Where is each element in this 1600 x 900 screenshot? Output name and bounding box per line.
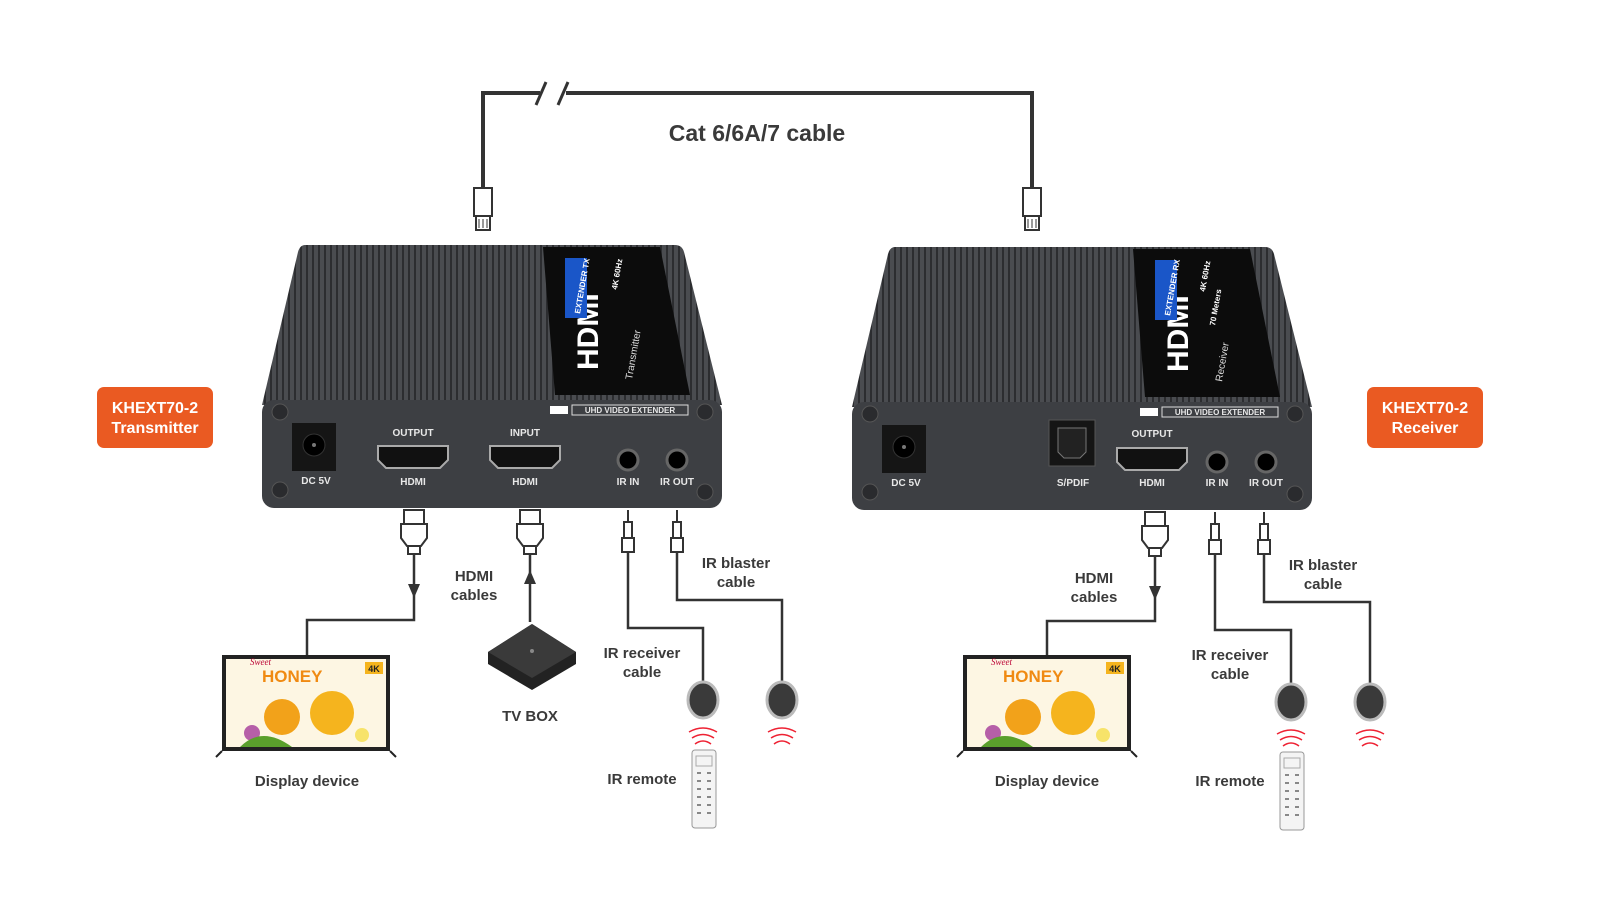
ir-out-port — [1254, 450, 1278, 474]
tv-box-icon — [488, 624, 576, 690]
panel-brand: UHD VIDEO EXTENDER — [1140, 406, 1279, 418]
arrow-down-icon — [1149, 586, 1161, 600]
svg-text:TV BOX: TV BOX — [502, 708, 558, 725]
dc-power-port — [882, 425, 926, 473]
svg-text:4K: 4K — [1109, 664, 1121, 674]
ir-blaster-icon — [1353, 682, 1387, 748]
svg-text:HDMI: HDMI — [1139, 478, 1165, 489]
svg-text:cable: cable — [1211, 666, 1249, 683]
ir-receiver-eye-icon — [686, 680, 720, 746]
svg-text:UHD VIDEO EXTENDER: UHD VIDEO EXTENDER — [1175, 408, 1265, 417]
svg-text:Display device: Display device — [995, 773, 1099, 790]
svg-text:cables: cables — [1071, 589, 1118, 606]
arrow-up-icon — [524, 570, 536, 584]
svg-text:IR OUT: IR OUT — [660, 477, 694, 488]
tx-display-device: HONEY Sweet 4K — [215, 654, 397, 758]
svg-text:Sweet: Sweet — [991, 657, 1012, 667]
panel-brand: UHD VIDEO EXTENDER — [550, 404, 689, 416]
ir-receiver-eye-icon — [1274, 682, 1308, 748]
audio-jack-icon — [1257, 511, 1271, 555]
ir-in-port — [616, 448, 640, 472]
svg-text:4K: 4K — [368, 664, 380, 674]
audio-jack-icon — [621, 509, 635, 553]
svg-text:IR IN: IR IN — [617, 477, 640, 488]
svg-text:Display device: Display device — [255, 773, 359, 790]
svg-text:IR blaster: IR blaster — [702, 555, 771, 572]
svg-text:HDMI: HDMI — [1075, 570, 1113, 587]
network-cable — [473, 81, 1042, 231]
svg-text:UHD VIDEO EXTENDER: UHD VIDEO EXTENDER — [585, 406, 675, 415]
receiver-device: HDMI EXTENDER RX 4K 60Hz 70 Meters Recei… — [852, 247, 1312, 510]
svg-text:INPUT: INPUT — [510, 428, 540, 439]
ir-remote-icon — [1279, 751, 1305, 831]
svg-text:IR OUT: IR OUT — [1249, 478, 1283, 489]
hdmi-input-port — [489, 445, 561, 469]
hdmi-plug-icon — [400, 509, 428, 555]
svg-text:Transmitter: Transmitter — [111, 420, 198, 437]
ir-blaster-icon — [765, 680, 799, 746]
svg-text:cable: cable — [623, 664, 661, 681]
svg-text:cable: cable — [1304, 576, 1342, 593]
svg-text:IR remote: IR remote — [1195, 773, 1264, 790]
svg-text:S/PDIF: S/PDIF — [1057, 478, 1089, 489]
ir-in-port — [1205, 450, 1229, 474]
arrow-down-icon — [408, 584, 420, 598]
hdmi-output-port — [1116, 447, 1188, 471]
svg-text:HDMI: HDMI — [512, 477, 538, 488]
audio-jack-icon — [1208, 511, 1222, 555]
svg-text:cables: cables — [451, 587, 498, 604]
svg-text:HDMI: HDMI — [400, 477, 426, 488]
cable-break-mark — [534, 81, 548, 106]
dc-power-port — [292, 423, 336, 471]
svg-text:Sweet: Sweet — [250, 657, 271, 667]
svg-text:IR IN: IR IN — [1206, 478, 1229, 489]
hdmi-output-port — [377, 445, 449, 469]
audio-jack-icon — [670, 509, 684, 553]
rj45-connector-icon — [473, 187, 493, 231]
ir-remote-icon — [691, 749, 717, 829]
svg-text:OUTPUT: OUTPUT — [1131, 429, 1172, 440]
cable-label: Cat 6/6A/7 cable — [669, 120, 845, 146]
transmitter-tag: KHEXT70-2 Transmitter — [97, 387, 213, 448]
svg-text:HONEY: HONEY — [1003, 667, 1064, 686]
svg-text:IR blaster: IR blaster — [1289, 557, 1358, 574]
svg-text:DC 5V: DC 5V — [301, 476, 331, 487]
svg-text:KHEXT70-2: KHEXT70-2 — [1382, 400, 1468, 417]
rj45-connector-icon — [1022, 187, 1042, 231]
svg-text:Receiver: Receiver — [1392, 420, 1459, 437]
svg-text:IR remote: IR remote — [607, 771, 676, 788]
receiver-tag: KHEXT70-2 Receiver — [1367, 387, 1483, 448]
svg-text:DC 5V: DC 5V — [891, 478, 921, 489]
svg-text:HONEY: HONEY — [262, 667, 323, 686]
ir-out-port — [665, 448, 689, 472]
svg-text:OUTPUT: OUTPUT — [392, 428, 433, 439]
svg-text:cable: cable — [717, 574, 755, 591]
spdif-port — [1048, 419, 1096, 467]
svg-text:KHEXT70-2: KHEXT70-2 — [112, 400, 198, 417]
hdmi-plug-icon — [1141, 511, 1169, 557]
svg-text:HDMI: HDMI — [455, 568, 493, 585]
rx-display-device: HONEY Sweet 4K — [956, 654, 1138, 758]
svg-text:IR receiver: IR receiver — [1192, 647, 1269, 664]
hdmi-plug-icon — [516, 509, 544, 555]
svg-text:IR receiver: IR receiver — [604, 645, 681, 662]
transmitter-device: HDMI EXTENDER TX 4K 60Hz Transmitter UHD… — [262, 245, 722, 508]
